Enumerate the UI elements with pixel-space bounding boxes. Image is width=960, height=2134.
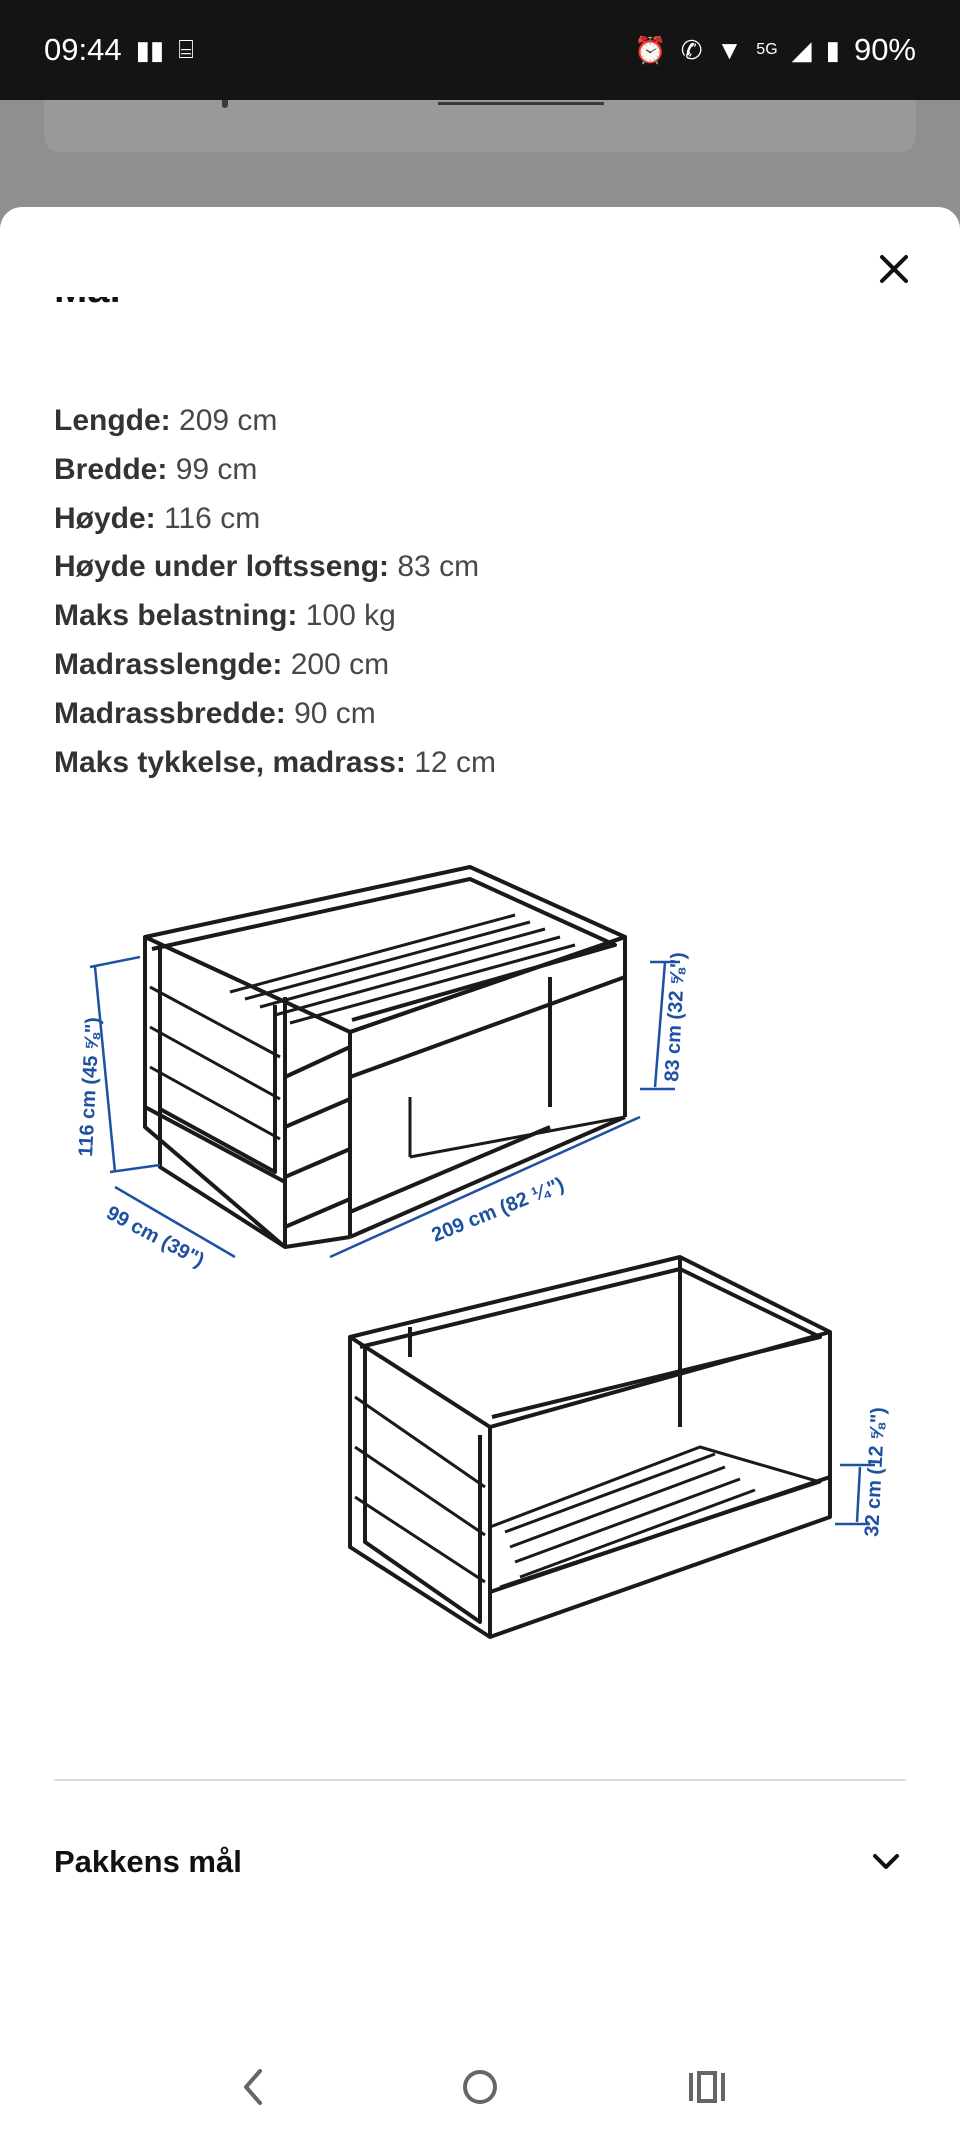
alarm-icon: ⏰ (634, 34, 667, 65)
spec-row: Madrasslengde: 200 cm (54, 647, 390, 681)
close-button[interactable] (872, 247, 916, 291)
loft-bed-drawing (143, 865, 627, 1249)
background-text-fragment (222, 100, 228, 108)
status-bar: 09:44 ▮▮ ⌸ ⏰ ✆ ▼ 5G ◢ ▮ 90% (0, 0, 960, 100)
notification-icon: ⌸ (178, 34, 194, 64)
background-card (44, 100, 916, 152)
spec-row: Madrassbredde: 90 cm (54, 696, 376, 730)
network-type: 5G (756, 41, 778, 58)
low-bed-drawing (348, 1255, 832, 1639)
chevron-down-icon (866, 1842, 906, 1882)
spec-row: Maks tykkelse, madrass: 12 cm (54, 745, 496, 779)
recent-apps-icon (688, 2071, 725, 2103)
bed-dimension-diagram: 116 cm (45 ⅝") 83 cm (32 ⅝") 99 cm (39")… (75, 865, 890, 1639)
dim-width-label: 99 cm (39") (103, 1202, 208, 1272)
status-time: 09:44 (44, 32, 122, 67)
spec-row: Lengde: 209 cm (54, 404, 278, 437)
dim-length-label: 209 cm (82 ¼") (429, 1174, 568, 1247)
dimensions-sheet: Mål Lengde: 209 cm Bredde: 99 cm Høyde: … (0, 207, 960, 2134)
package-dimensions-accordion[interactable]: Pakkens mål (54, 1827, 906, 1897)
close-icon (880, 255, 908, 283)
spec-list: Lengde: 209 cm Bredde: 99 cm Høyde: 116 … (54, 397, 914, 787)
dimension-lines (89, 955, 875, 1526)
recent-apps-button[interactable] (672, 2052, 742, 2122)
divider (54, 1779, 906, 1781)
back-button[interactable] (218, 2052, 288, 2122)
call-icon: ✆ (680, 34, 703, 65)
battery-level: 90% (853, 32, 916, 67)
spec-row: Høyde under loftsseng: 83 cm (54, 550, 480, 584)
home-icon (462, 2070, 497, 2104)
signal-icon: ◢ (791, 34, 812, 65)
spec-row: Høyde: 116 cm (54, 501, 261, 535)
home-button[interactable] (445, 2052, 515, 2122)
spec-row: Maks belastning: 100 kg (54, 599, 396, 633)
battery-icon: ▮ (825, 34, 840, 65)
back-icon (244, 2069, 263, 2105)
dim-low-label: 32 cm (12 ⅝") (861, 1407, 890, 1538)
system-navigation-bar (0, 2040, 960, 2134)
wifi-icon: ▼ (716, 34, 743, 65)
dim-height-label: 116 cm (45 ⅝") (75, 1017, 104, 1158)
spec-row: Bredde: 99 cm (54, 452, 258, 486)
section-title: Mål (54, 297, 121, 325)
media-icon: ▮▮ (135, 34, 165, 65)
accordion-label: Pakkens mål (54, 1844, 242, 1879)
background-link-underline (438, 102, 604, 105)
